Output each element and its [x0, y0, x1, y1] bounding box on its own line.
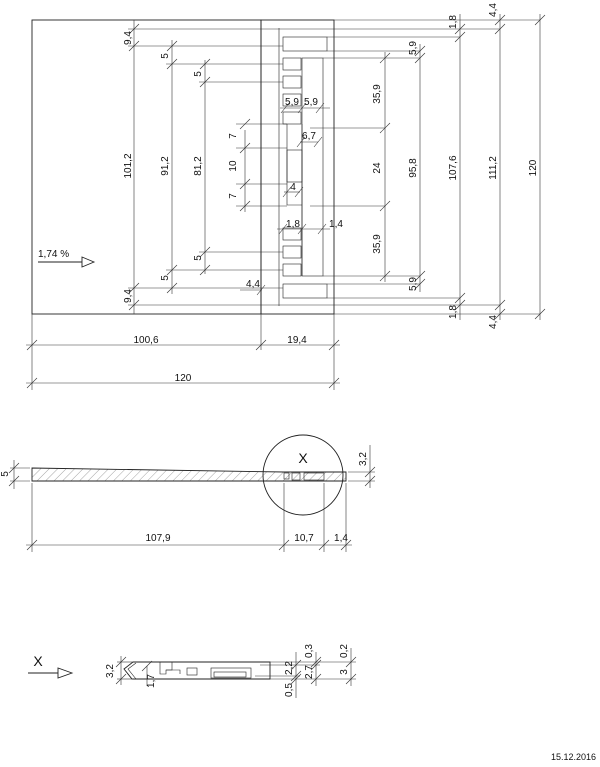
- dim-7-bottom: 7: [228, 193, 239, 199]
- detail-circle: [262, 434, 344, 516]
- dim-detail-0-5: 0,5: [284, 683, 295, 697]
- dim-5-9-a: 5,9: [285, 97, 299, 108]
- dim-7-top: 7: [228, 133, 239, 139]
- dim-detail-3: 3: [339, 669, 350, 675]
- dim-left-top: 9,4: [123, 31, 134, 45]
- dim-total-width: 120: [175, 373, 192, 384]
- dim-111-2: 111,2: [488, 156, 499, 180]
- dim-5-9-b: 5,9: [304, 97, 318, 108]
- drawing-date: 15.12.2016: [551, 752, 596, 762]
- slope-label: 1,74 %: [38, 249, 69, 260]
- dim-left-bottom: 9,4: [123, 289, 134, 303]
- dim-81: 81,2: [193, 156, 204, 176]
- dim-detail-0-2: 0,2: [339, 644, 350, 658]
- dim-6-7: 6,7: [302, 131, 316, 142]
- edge-strip: [260, 19, 335, 315]
- dim-95-8: 95,8: [408, 158, 419, 178]
- bottom-dimension-lines: [26, 314, 340, 390]
- dim-1-8-mid: 1,8: [286, 219, 300, 230]
- dim-1-4-mid: 1,4: [329, 219, 343, 230]
- dim-1-8-right-bottom: 1,8: [448, 305, 459, 319]
- dim-section-comb: 10,7: [294, 533, 314, 544]
- dim-4-4-right-top: 4,4: [488, 3, 499, 17]
- dim-35-9-top: 35,9: [372, 84, 383, 104]
- dim-10: 10: [228, 160, 239, 172]
- dim-detail-0-3: 0,3: [304, 644, 315, 658]
- dim-91-top: 5: [160, 53, 171, 59]
- section-body: [31, 467, 347, 482]
- detail-view: [28, 648, 357, 698]
- left-dimension-lines: [128, 20, 287, 314]
- slope-arrow: [38, 256, 96, 268]
- dim-width-plate: 100,6: [133, 335, 158, 346]
- section-view: [8, 434, 376, 552]
- dim-91: 91,2: [160, 156, 171, 176]
- plan-view: [26, 14, 546, 390]
- dim-107-6: 107,6: [448, 155, 459, 180]
- dim-section-thickness: 5: [0, 471, 11, 477]
- dim-section-edge: 3,2: [358, 452, 369, 466]
- dim-4: 4: [290, 182, 296, 193]
- middle-dimension-lines: [240, 102, 330, 296]
- dim-detail-nose: 1,7: [146, 674, 157, 688]
- right-dimension-lines: [379, 14, 546, 320]
- dim-4-4-mid: 4,4: [246, 279, 260, 290]
- dim-5-9-right-bottom: 5,9: [408, 277, 419, 291]
- dim-section-length: 107,9: [145, 533, 170, 544]
- dim-4-4-right-bottom: 4,4: [488, 315, 499, 329]
- dim-detail-height: 3,2: [105, 664, 116, 678]
- comb-slots: [282, 36, 328, 299]
- dim-24: 24: [372, 162, 383, 174]
- section-detail-marker: X: [298, 450, 308, 466]
- dim-detail-2-2: 2,2: [284, 661, 295, 675]
- dim-width-strip: 19,4: [287, 335, 307, 346]
- dim-section-lip: 1,4: [334, 533, 348, 544]
- dim-5-9-right-top: 5,9: [408, 41, 419, 55]
- dim-81-bottom: 5: [193, 255, 204, 261]
- dim-left-main: 101,2: [123, 153, 134, 178]
- dim-91-bottom: 5: [160, 275, 171, 281]
- dim-35-9-bottom: 35,9: [372, 234, 383, 254]
- dim-120-right: 120: [528, 159, 539, 176]
- detail-marker: X: [33, 653, 43, 669]
- dim-1-8-right-top: 1,8: [448, 15, 459, 29]
- dim-81-top: 5: [193, 71, 204, 77]
- dim-detail-2-7: 2,7: [304, 665, 315, 679]
